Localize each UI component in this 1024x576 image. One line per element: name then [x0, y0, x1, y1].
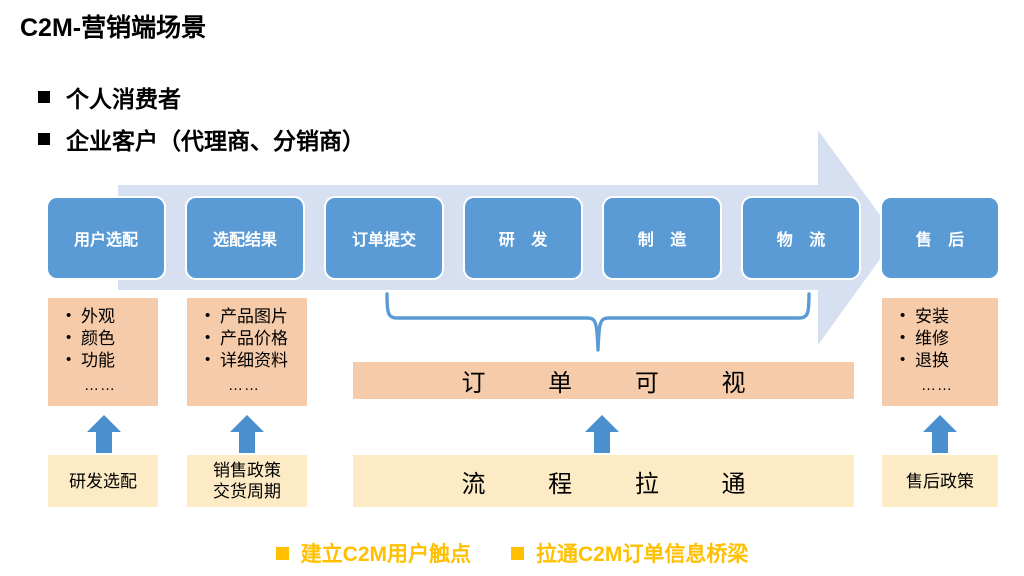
detail-list-user-configuration: 外观 颜色 功能 ……	[48, 298, 158, 406]
policy-box-label: 销售政策 交货周期	[213, 460, 281, 502]
process-box-label: 用户选配	[73, 232, 138, 249]
bullet-item-enterprise-customer: 企业客户（代理商、分销商）	[38, 122, 365, 156]
process-box-order-submission[interactable]: 订单提交	[326, 198, 442, 278]
legend-item-user-touchpoint: 建立C2M用户触点	[275, 538, 471, 568]
legend-square-icon	[275, 546, 289, 560]
legend-label: 建立C2M用户触点	[300, 543, 471, 566]
process-box-user-configuration[interactable]: 用户选配	[48, 198, 164, 278]
list-ellipsis: ……	[228, 377, 260, 394]
page-title: C2M-营销端场景	[20, 14, 207, 42]
process-box-label: 物 流	[776, 232, 832, 249]
list-item: 外观	[66, 305, 158, 328]
process-box-label: 选配结果	[212, 232, 277, 249]
policy-box-label: 研发选配	[69, 471, 137, 491]
up-arrow-icon	[230, 415, 264, 453]
process-box-configuration-result[interactable]: 选配结果	[187, 198, 303, 278]
legend: 建立C2M用户触点 拉通C2M订单信息桥梁	[0, 538, 1024, 568]
process-box-label: 制 造	[637, 232, 693, 249]
policy-box-line2: 交货周期	[213, 482, 281, 501]
list-item: 产品价格	[205, 327, 307, 350]
square-bullet-icon	[38, 133, 50, 145]
list-ellipsis: ……	[921, 377, 953, 394]
list-ellipsis: ……	[84, 377, 116, 394]
legend-label: 拉通C2M订单信息桥梁	[536, 543, 749, 566]
detail-list-configuration-result: 产品图片 产品价格 详细资料 ……	[187, 298, 307, 406]
policy-box-after-sales-policy: 售后政策	[882, 455, 998, 507]
detail-list-after-sales: 安装 维修 退换 ……	[882, 298, 998, 406]
up-arrow-icon	[87, 415, 121, 453]
list-item: 详细资料	[205, 349, 307, 372]
legend-item-order-info-bridge: 拉通C2M订单信息桥梁	[511, 538, 748, 568]
list-item: 维修	[900, 327, 998, 350]
detail-list: 产品图片 产品价格 详细资料	[187, 305, 307, 372]
list-item: 颜色	[66, 327, 158, 350]
list-item: 安装	[900, 305, 998, 328]
policy-box-rnd-configuration: 研发选配	[48, 455, 158, 507]
bullet-label: 个人消费者	[66, 86, 181, 112]
detail-list: 外观 颜色 功能	[48, 305, 158, 372]
banner-label: 流 程 拉 通	[461, 470, 774, 498]
process-box-logistics[interactable]: 物 流	[743, 198, 859, 278]
square-bullet-icon	[38, 91, 50, 103]
process-box-label: 研 发	[498, 232, 554, 249]
policy-box-line1: 销售政策	[213, 461, 281, 480]
list-item: 退换	[900, 349, 998, 372]
banner-order-visibility: 订 单 可 视	[353, 362, 854, 399]
up-arrow-icon	[585, 415, 619, 453]
banner-label: 订 单 可 视	[461, 370, 774, 397]
policy-box-label: 售后政策	[906, 471, 974, 491]
process-box-rnd[interactable]: 研 发	[465, 198, 581, 278]
list-item: 产品图片	[205, 305, 307, 328]
process-box-label: 售 后	[915, 232, 971, 249]
legend-square-icon	[511, 546, 524, 560]
policy-box-sales-policy: 销售政策 交货周期	[187, 455, 307, 507]
process-box-label: 订单提交	[351, 232, 416, 249]
up-arrow-icon	[923, 415, 957, 453]
grouping-brace-icon	[385, 292, 811, 352]
list-item: 功能	[66, 349, 158, 372]
process-box-after-sales[interactable]: 售 后	[882, 198, 998, 278]
process-box-manufacturing[interactable]: 制 造	[604, 198, 720, 278]
detail-list: 安装 维修 退换	[882, 305, 998, 372]
bullet-item-individual-consumer: 个人消费者	[38, 80, 181, 114]
banner-process-throughput: 流 程 拉 通	[353, 455, 854, 507]
bullet-label: 企业客户（代理商、分销商）	[66, 128, 365, 154]
